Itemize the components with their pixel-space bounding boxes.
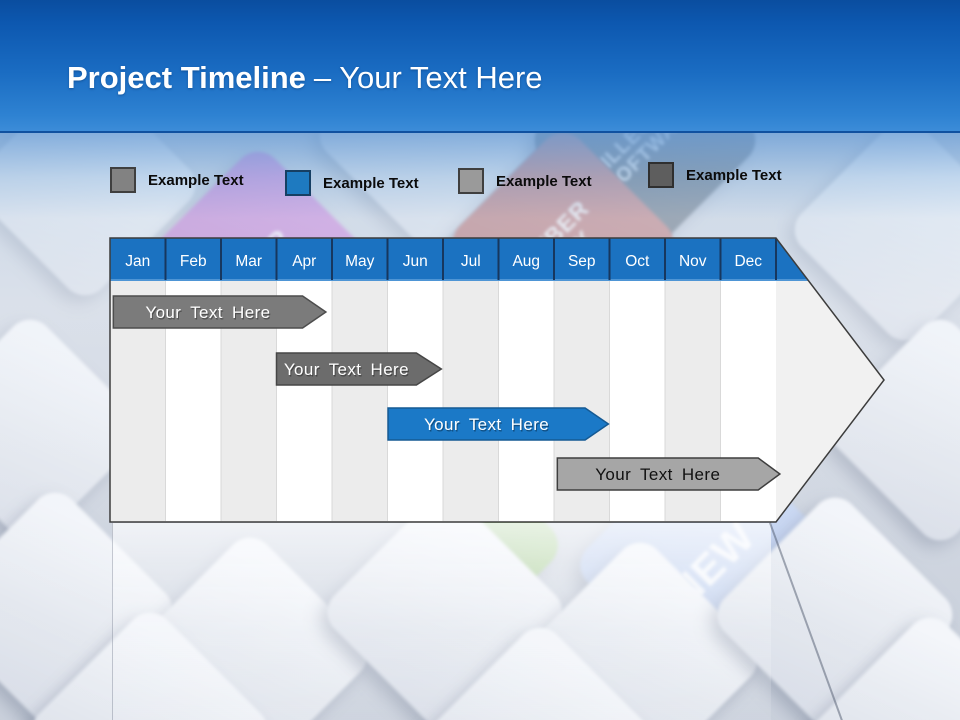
legend-label: Example Text bbox=[148, 171, 244, 189]
month-label: Nov bbox=[679, 253, 707, 270]
title-band bbox=[0, 0, 960, 133]
task-bar bbox=[556, 457, 782, 491]
month-label: Dec bbox=[734, 253, 762, 270]
legend-swatch-dark-gray bbox=[648, 162, 674, 188]
project-timeline-chart: Jan Feb Mar Apr May Jun Jul Aug Sep Oct Nov DecYour… bbox=[109, 237, 885, 523]
month-label: Feb bbox=[180, 253, 207, 270]
timeline-reflection bbox=[112, 523, 771, 720]
month-label: Mar bbox=[235, 253, 262, 270]
month-column bbox=[332, 280, 388, 521]
task-bar bbox=[387, 407, 610, 441]
task-bar-label: Your Text Here bbox=[424, 415, 549, 434]
month-label: Aug bbox=[512, 253, 540, 270]
task-bar-label-shadow: Your Text Here bbox=[146, 305, 271, 324]
task-bar-label-shadow: Your Text Here bbox=[285, 362, 410, 381]
task-bar bbox=[275, 352, 443, 386]
month-column bbox=[443, 280, 499, 521]
timeline-arrow-outline bbox=[109, 237, 885, 523]
legend-swatch-blue bbox=[285, 170, 311, 196]
task-bar bbox=[112, 295, 328, 329]
task-bar-label-shadow: Your Text Here bbox=[425, 417, 550, 436]
legend-label: Example Text bbox=[686, 166, 782, 184]
month-header-band bbox=[110, 238, 808, 280]
legend-label: Example Text bbox=[496, 172, 592, 190]
month-label: Jan bbox=[125, 253, 150, 270]
legend-item: Example Text bbox=[110, 167, 244, 193]
month-label: Jun bbox=[403, 253, 428, 270]
page-title: Project Timeline– Your Text Here bbox=[67, 60, 543, 96]
month-label: Apr bbox=[292, 253, 316, 270]
month-label: Jul bbox=[461, 253, 481, 270]
legend-label: Example Text bbox=[323, 174, 419, 192]
legend-swatch-gray bbox=[110, 167, 136, 193]
month-label: Sep bbox=[568, 253, 596, 270]
legend-item: Example Text bbox=[458, 168, 592, 194]
month-label: Oct bbox=[625, 253, 650, 270]
title-regular-text: – Your Text Here bbox=[313, 60, 543, 95]
task-bar-label: Your Text Here bbox=[284, 360, 409, 379]
legend-swatch-light-gray bbox=[458, 168, 484, 194]
legend-item: Example Text bbox=[648, 162, 782, 188]
month-column bbox=[498, 280, 554, 521]
task-bar-label: Your Text Here bbox=[595, 465, 720, 484]
legend-item: Example Text bbox=[285, 170, 419, 196]
title-bold-text: Project Timeline bbox=[67, 60, 306, 95]
month-label: May bbox=[345, 253, 375, 270]
month-column bbox=[387, 280, 443, 521]
task-bar-label: Your Text Here bbox=[145, 303, 270, 322]
